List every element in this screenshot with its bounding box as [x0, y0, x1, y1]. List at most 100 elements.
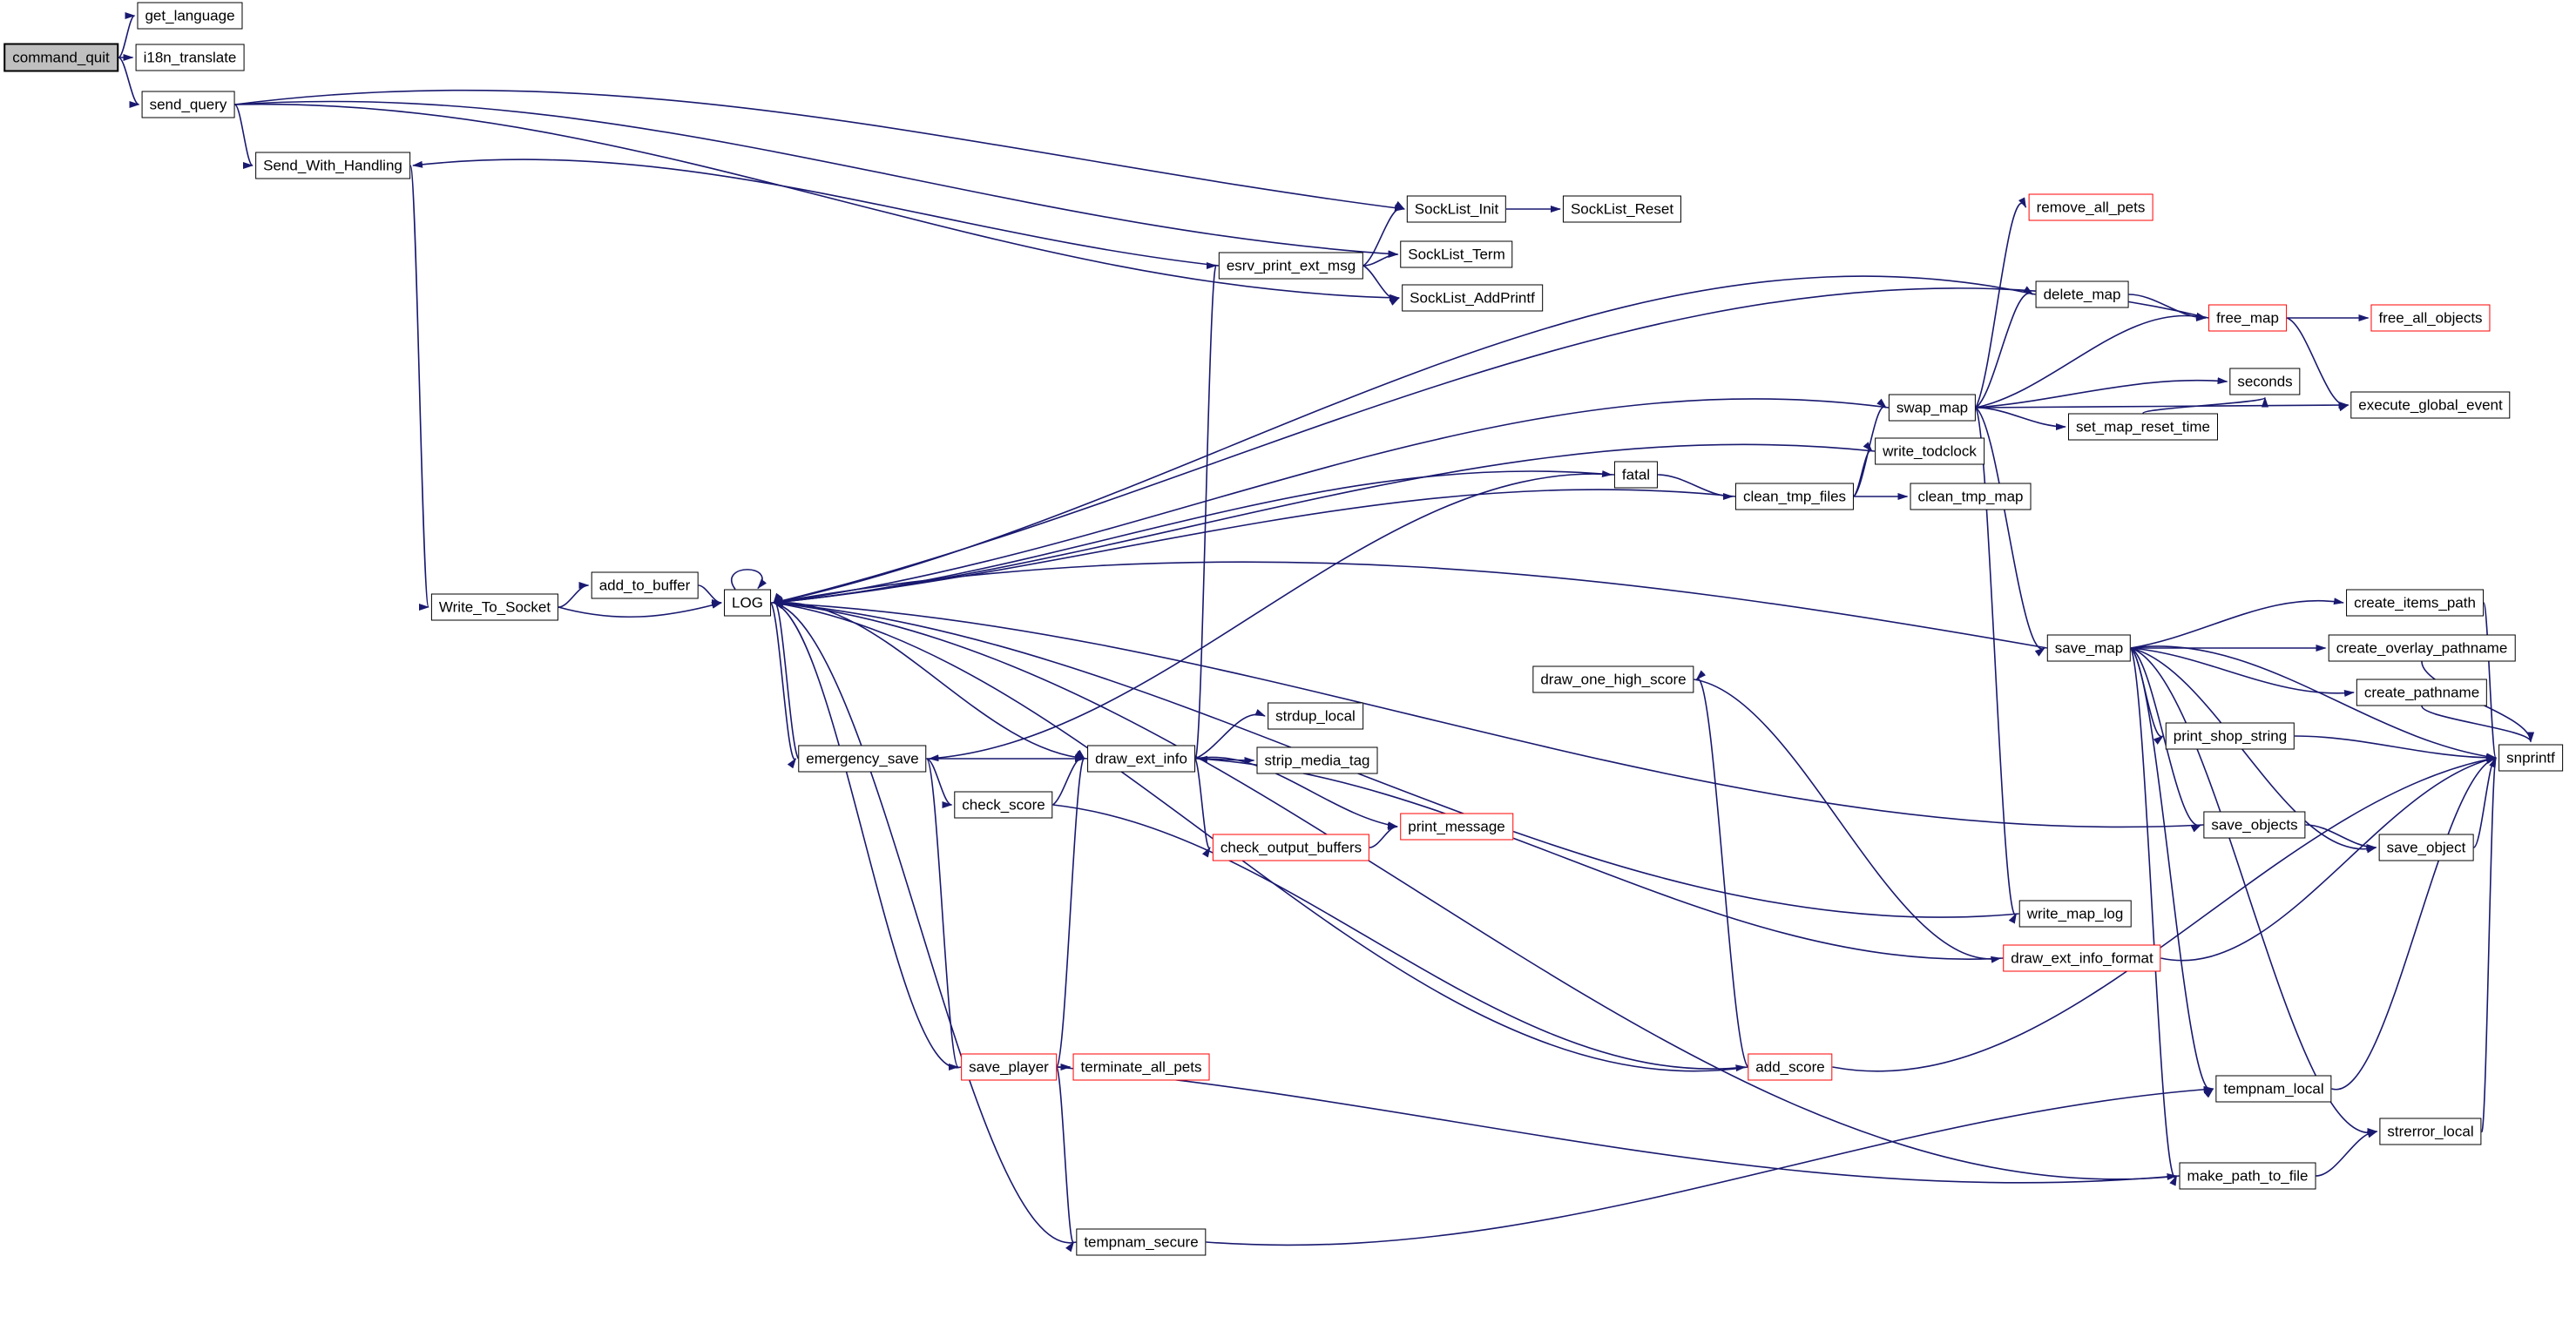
edge-save_map-to-LOG	[773, 561, 2048, 649]
edge-free_map-to-execute_global_event	[2286, 317, 2350, 412]
node-swap_map[interactable]: swap_map	[1888, 394, 1977, 422]
edge-save_map-to-make_path_to_file	[2130, 647, 2178, 1186]
edge-command_quit-to-send_query	[118, 57, 140, 108]
edge-make_path_to_file-to-strerror_local	[2316, 1128, 2378, 1177]
node-Write_To_Socket[interactable]: Write_To_Socket	[430, 593, 559, 621]
node-save_object[interactable]: save_object	[2378, 834, 2474, 861]
edge-print_shop_string-to-snprintf	[2294, 735, 2497, 761]
node-write_map_log[interactable]: write_map_log	[2018, 900, 2132, 928]
edge-clean_tmp_files-to-LOG	[773, 489, 1736, 605]
node-SockList_AddPrintf[interactable]: SockList_AddPrintf	[1402, 284, 1543, 312]
node-add_to_buffer[interactable]: add_to_buffer	[591, 571, 699, 599]
edge-Write_To_Socket-to-add_to_buffer	[558, 582, 590, 608]
edge-draw_ext_info-to-check_output_buffers	[1194, 758, 1211, 858]
edge-fatal-to-emergency_save	[928, 473, 1615, 762]
node-Send_With_Handling[interactable]: Send_With_Handling	[255, 152, 410, 179]
node-create_items_path[interactable]: create_items_path	[2346, 589, 2484, 617]
node-draw_ext_info[interactable]: draw_ext_info	[1087, 745, 1195, 773]
node-check_score[interactable]: check_score	[954, 791, 1053, 819]
node-delete_map[interactable]: delete_map	[2035, 280, 2129, 308]
node-save_map[interactable]: save_map	[2046, 634, 2132, 662]
edge-save_map-to-create_items_path	[2130, 598, 2344, 649]
node-make_path_to_file[interactable]: make_path_to_file	[2179, 1162, 2316, 1190]
edge-add_to_buffer-to-LOG	[698, 584, 722, 606]
node-tempnam_local[interactable]: tempnam_local	[2215, 1075, 2332, 1103]
edge-send_query-to-SockList_Term	[234, 100, 1399, 258]
edge-send_query-to-SockList_AddPrintf	[234, 103, 1400, 301]
node-create_overlay_pathname[interactable]: create_overlay_pathname	[2328, 634, 2516, 662]
edge-check_score-to-add_score	[1052, 804, 1747, 1072]
edge-send_query-to-Send_With_Handling	[233, 104, 254, 169]
node-SockList_Init[interactable]: SockList_Init	[1406, 195, 1507, 223]
node-draw_one_high_score[interactable]: draw_one_high_score	[1532, 665, 1694, 693]
edge-draw_ext_info-to-strdup_local	[1194, 709, 1266, 760]
edge-emergency_save-to-check_score	[926, 758, 953, 808]
edge-strerror_local-to-snprintf	[2480, 757, 2497, 1132]
node-i18n_translate[interactable]: i18n_translate	[135, 44, 245, 71]
edge-swap_map-to-save_map	[1975, 407, 2045, 657]
node-esrv_print_ext_msg[interactable]: esrv_print_ext_msg	[1218, 252, 1364, 280]
edge-draw_ext_info-to-esrv_print_ext_msg	[1194, 262, 1217, 760]
node-create_pathname[interactable]: create_pathname	[2356, 679, 2488, 706]
edge-esrv_print_ext_msg-to-SockList_Term	[1362, 251, 1399, 267]
node-SockList_Term[interactable]: SockList_Term	[1400, 240, 1513, 268]
edge-save_player-to-draw_ext_info	[1056, 749, 1085, 1068]
edge-make_path_to_file-to-LOG	[773, 600, 2180, 1180]
edge-esrv_print_ext_msg-to-Send_With_Handling	[412, 159, 1220, 267]
node-free_all_objects[interactable]: free_all_objects	[2370, 304, 2491, 332]
edge-tempnam_secure-to-LOG	[773, 601, 1077, 1244]
edge-save_player-to-make_path_to_file	[1056, 1066, 2178, 1184]
edge-Send_With_Handling-to-Write_To_Socket	[409, 165, 429, 611]
node-strerror_local[interactable]: strerror_local	[2379, 1118, 2482, 1145]
edge-save_map-to-snprintf	[2130, 645, 2497, 760]
node-print_message[interactable]: print_message	[1400, 813, 1513, 841]
node-set_map_reset_time[interactable]: set_map_reset_time	[2067, 413, 2219, 441]
edge-draw_ext_info_format-to-draw_ext_info	[1197, 755, 2004, 960]
node-draw_ext_info_format[interactable]: draw_ext_info_format	[2003, 944, 2161, 972]
edge-save_map-to-strerror_local	[2130, 647, 2378, 1138]
edge-LOG-to-LOG	[731, 569, 767, 590]
edge-save_map-to-tempnam_local	[2130, 647, 2214, 1098]
node-fatal[interactable]: fatal	[1613, 461, 1659, 489]
edge-send_query-to-SockList_Init	[234, 89, 1405, 212]
node-snprintf[interactable]: snprintf	[2498, 744, 2563, 772]
node-clean_tmp_map[interactable]: clean_tmp_map	[1910, 483, 2032, 510]
node-SockList_Reset[interactable]: SockList_Reset	[1562, 195, 1682, 223]
edge-command_quit-to-get_language	[118, 12, 136, 58]
edge-LOG-to-emergency_save	[770, 602, 797, 769]
node-clean_tmp_files[interactable]: clean_tmp_files	[1734, 483, 1855, 510]
edge-esrv_print_ext_msg-to-SockList_Init	[1362, 200, 1405, 267]
edge-swap_map-to-set_map_reset_time	[1975, 407, 2066, 430]
node-add_score[interactable]: add_score	[1748, 1053, 1833, 1081]
edge-set_map_reset_time-to-seconds	[2142, 396, 2268, 415]
node-command_quit[interactable]: command_quit	[3, 43, 118, 72]
edge-draw_ext_info-to-print_message	[1194, 756, 1398, 829]
edge-create_items_path-to-snprintf	[2483, 602, 2497, 761]
node-free_map[interactable]: free_map	[2208, 304, 2287, 332]
edge-check_output_buffers-to-print_message	[1369, 823, 1398, 848]
edge-tempnam_local-to-snprintf	[2331, 757, 2497, 1091]
node-tempnam_secure[interactable]: tempnam_secure	[1076, 1228, 1207, 1256]
edge-write_map_log-to-LOG	[773, 600, 2019, 918]
node-check_output_buffers[interactable]: check_output_buffers	[1212, 834, 1370, 861]
node-execute_global_event[interactable]: execute_global_event	[2350, 391, 2511, 419]
edge-swap_map-to-remove_all_pets	[1975, 197, 2027, 409]
node-remove_all_pets[interactable]: remove_all_pets	[2028, 193, 2153, 221]
node-write_todclock[interactable]: write_todclock	[1875, 437, 1984, 465]
node-emergency_save[interactable]: emergency_save	[798, 745, 927, 773]
node-print_shop_string[interactable]: print_shop_string	[2165, 722, 2295, 750]
node-LOG[interactable]: LOG	[724, 589, 771, 617]
edge-swap_map-to-free_map	[1975, 312, 2207, 409]
node-terminate_all_pets[interactable]: terminate_all_pets	[1072, 1053, 1210, 1081]
node-seconds[interactable]: seconds	[2229, 368, 2301, 395]
node-strdup_local[interactable]: strdup_local	[1268, 702, 1363, 730]
node-send_query[interactable]: send_query	[141, 91, 235, 118]
node-strip_media_tag[interactable]: strip_media_tag	[1256, 746, 1378, 774]
node-save_objects[interactable]: save_objects	[2203, 811, 2306, 839]
edge-Write_To_Socket-to-LOG	[558, 602, 722, 618]
node-get_language[interactable]: get_language	[137, 2, 243, 30]
edge-swap_map-to-delete_map	[1975, 286, 2034, 409]
node-save_player[interactable]: save_player	[961, 1053, 1057, 1081]
